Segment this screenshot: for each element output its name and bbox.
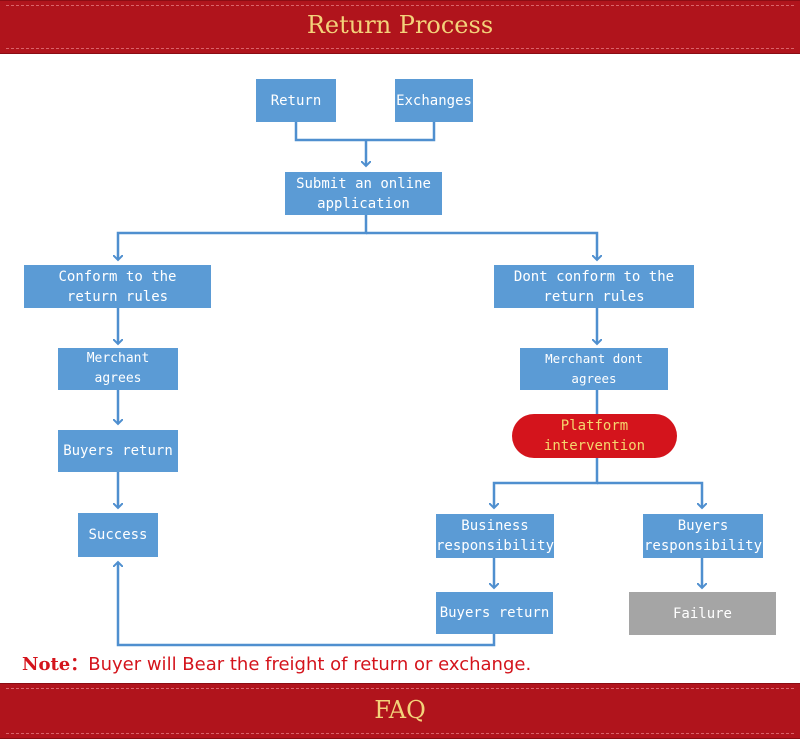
node-success: Success bbox=[78, 513, 158, 557]
connector-platform-split bbox=[494, 458, 599, 508]
node-platform-intervention: Platform intervention bbox=[512, 414, 677, 458]
node-platform-line-2: intervention bbox=[543, 438, 646, 454]
node-business-responsibility: Business responsibility bbox=[436, 514, 554, 558]
return-loop-to-success bbox=[118, 562, 496, 647]
node-merchant-agrees-label: Merchant agrees bbox=[86, 351, 150, 386]
node-failure-label: Failure bbox=[672, 605, 732, 622]
node-conform-line-1: Conform to the bbox=[58, 268, 177, 285]
faq-banner[interactable]: FAQ bbox=[0, 683, 800, 739]
banner-stitching bbox=[6, 688, 794, 734]
note-text: Buyer will Bear the freight of return or… bbox=[88, 654, 532, 675]
node-buyers-return-left-label: Buyers return bbox=[63, 443, 173, 459]
node-buyers-return-left: Buyers return bbox=[58, 430, 178, 472]
node-return: Return bbox=[256, 79, 336, 122]
node-exchanges-label: Exchanges bbox=[396, 92, 472, 109]
node-conform-rules: Conform to the return rules bbox=[24, 265, 211, 308]
note-label: Note： bbox=[22, 654, 89, 675]
freight-note: Note：Buyer will Bear the freight of retu… bbox=[22, 650, 531, 676]
node-buyers-return-right: Buyers return bbox=[436, 592, 553, 634]
node-submit-line-2: application bbox=[317, 195, 410, 212]
node-buyers-return-right-label: Buyers return bbox=[439, 605, 550, 621]
node-failure: Failure bbox=[629, 592, 776, 635]
node-dont-conform-line-1: Dont conform to the bbox=[513, 268, 675, 285]
node-dont-conform-line-2: return rules bbox=[543, 288, 645, 305]
node-buyers-resp-line-1: Buyers bbox=[677, 518, 729, 534]
node-conform-line-2: return rules bbox=[66, 288, 169, 305]
faq-title: FAQ bbox=[374, 696, 426, 724]
arrow-to-buyers-resp bbox=[597, 481, 702, 508]
node-buyers-responsibility: Buyers responsibility bbox=[643, 514, 763, 558]
header-banner: Return Process bbox=[0, 0, 800, 54]
connector-submit-split bbox=[118, 215, 368, 260]
page-title: Return Process bbox=[306, 11, 494, 39]
banner-stitching bbox=[6, 5, 794, 49]
node-exchanges: Exchanges bbox=[395, 79, 473, 122]
node-merchant-dont-agrees-label: Merchant dont agrees bbox=[545, 351, 643, 386]
node-submit-application: Submit an online application bbox=[285, 172, 442, 215]
node-buyers-resp-line-2: responsibility bbox=[644, 538, 763, 554]
node-business-line-2: responsibility bbox=[436, 538, 555, 554]
arrow-to-dont-conform bbox=[366, 231, 597, 260]
node-return-label: Return bbox=[270, 92, 322, 109]
node-merchant-agrees: Merchant agrees bbox=[58, 348, 178, 390]
connector-return bbox=[294, 122, 436, 142]
node-platform-line-1: Platform bbox=[560, 418, 629, 434]
node-merchant-dont-agrees: Merchant dont agrees bbox=[520, 348, 668, 390]
node-submit-line-1: Submit an online bbox=[296, 175, 431, 192]
node-success-label: Success bbox=[88, 527, 148, 543]
node-business-line-1: Business bbox=[461, 518, 529, 534]
node-dont-conform-rules: Dont conform to the return rules bbox=[494, 265, 694, 308]
